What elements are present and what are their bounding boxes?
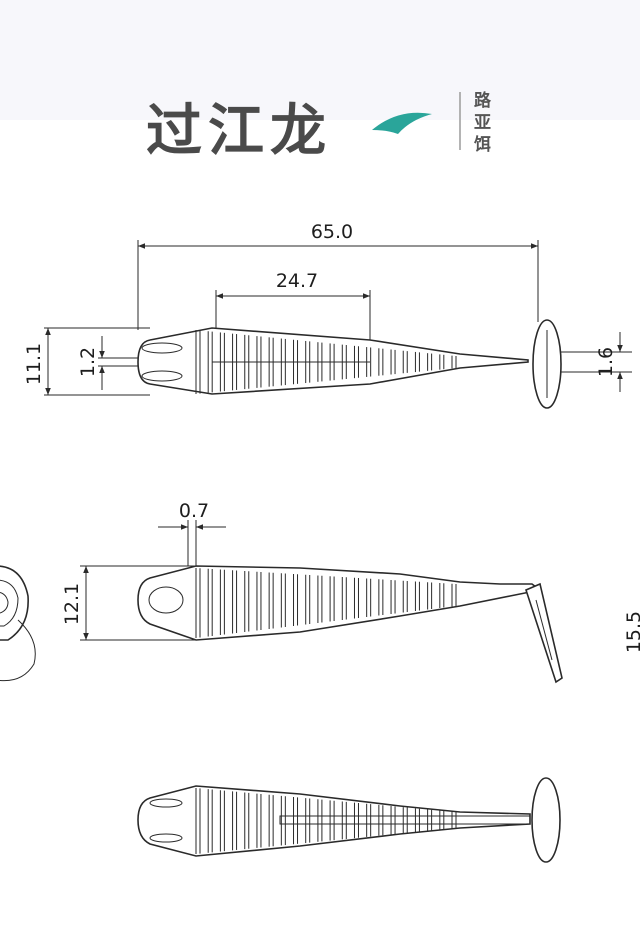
dim-tail-height: 15.5 — [623, 611, 640, 653]
top-view: 65.0 24.7 11.1 1.2 1.6 — [23, 221, 632, 409]
head-detail — [141, 342, 183, 354]
side-view: 0.7 12.1 15.5 — [0, 500, 640, 684]
ribs-top — [195, 330, 457, 394]
dim-height-top: 11.1 — [23, 343, 45, 385]
brand-subtitle-2: 亚 — [474, 113, 491, 133]
brand-name: 过江龙 — [146, 99, 332, 164]
logo-swoosh-icon — [372, 112, 432, 134]
dim-tail-stem: 1.6 — [595, 347, 617, 377]
hook-slot — [279, 815, 531, 825]
head-detail — [141, 370, 183, 382]
dim-lip-offset: 0.7 — [179, 500, 209, 522]
lure-body-top — [137, 327, 529, 395]
dim-head-hole: 1.2 — [77, 347, 99, 377]
header-band — [0, 0, 640, 120]
lure-body-side — [137, 565, 542, 641]
ribs-bottom — [195, 788, 457, 854]
paddle-tail — [525, 582, 563, 684]
dim-rib-length: 24.7 — [276, 270, 318, 292]
head-detail — [149, 833, 183, 843]
dim-height-side: 12.1 — [61, 583, 83, 625]
paddle-edge — [535, 599, 553, 661]
bottom-view — [137, 777, 561, 863]
brand-subtitle-3: 饵 — [473, 134, 491, 155]
dim-overall-length: 65.0 — [311, 221, 353, 243]
front-view-fragment — [0, 565, 36, 682]
brand-subtitle-1: 路 — [474, 90, 492, 111]
head-detail — [149, 798, 183, 808]
tail-fin-bottom — [531, 777, 561, 863]
brand-logo: 过江龙 路 亚 饵 — [146, 90, 492, 164]
eye-hole — [148, 586, 184, 614]
ribs-side — [195, 568, 457, 638]
